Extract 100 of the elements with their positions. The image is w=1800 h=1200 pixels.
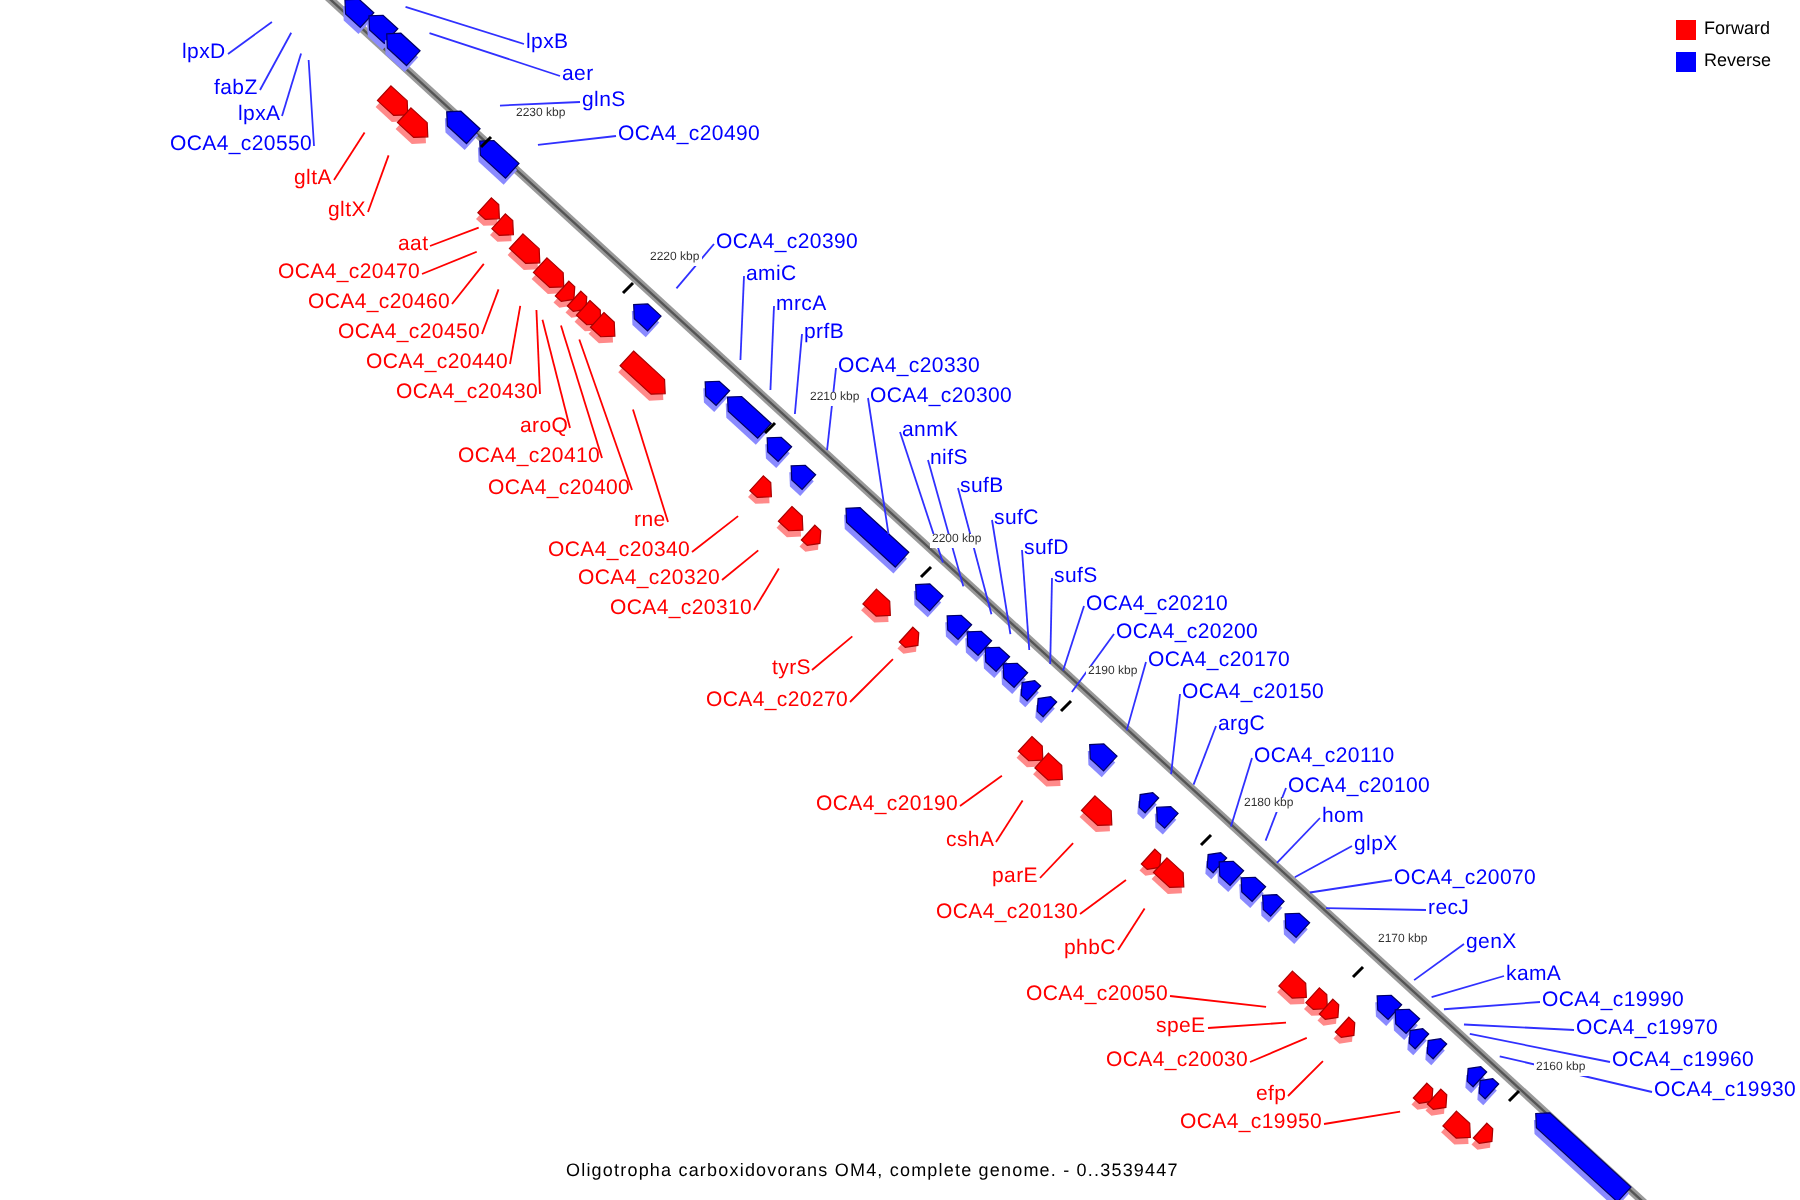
gene-label: OCA4_c20190 xyxy=(816,791,959,817)
leader-line xyxy=(1463,1023,1575,1031)
leader-line xyxy=(1276,817,1321,864)
leader-line xyxy=(632,408,669,523)
gene-label: OCA4_c20210 xyxy=(1086,591,1229,617)
leader-line xyxy=(794,333,803,415)
leader-line xyxy=(1309,879,1393,894)
leader-line xyxy=(1117,907,1146,951)
leader-line xyxy=(1021,549,1031,651)
leader-line xyxy=(1079,879,1127,915)
gene-label: OCA4_c20550 xyxy=(170,131,313,157)
gene-label: OCA4_c20460 xyxy=(308,289,451,315)
gene-label: tyrS xyxy=(772,655,811,681)
gene-label: OCA4_c20100 xyxy=(1288,773,1431,799)
gene-label: OCA4_c20270 xyxy=(706,687,849,713)
gene-label: OCA4_c20030 xyxy=(1106,1047,1249,1073)
leader-line xyxy=(541,318,571,429)
gene-label: OCA4_c20200 xyxy=(1116,619,1259,645)
gene-label: OCA4_c19930 xyxy=(1654,1077,1797,1103)
leader-line xyxy=(404,6,525,45)
leader-line xyxy=(1293,845,1353,879)
caption: Oligotropha carboxidovorans OM4, complete genome. - 0..3539447 xyxy=(566,1160,1179,1182)
gene-label: OCA4_c20070 xyxy=(1394,865,1537,891)
leader-line xyxy=(481,288,500,335)
gene-label: aroQ xyxy=(520,413,569,439)
gene-label: parE xyxy=(992,863,1038,889)
leader-line xyxy=(1249,1037,1308,1063)
leader-line xyxy=(1230,757,1253,828)
gene-label: cshA xyxy=(946,827,995,853)
gene-label: mrcA xyxy=(776,291,827,317)
leader-line xyxy=(1170,693,1181,775)
gene-label: glpX xyxy=(1354,831,1398,857)
gene-label: kamA xyxy=(1506,961,1562,987)
gene-label: lpxA xyxy=(238,101,281,127)
leader-line xyxy=(721,549,760,581)
gene-label: OCA4_c20170 xyxy=(1148,647,1291,673)
leader-line xyxy=(1049,577,1053,665)
gene-label: sufS xyxy=(1054,563,1098,589)
gene-label: OCA4_c20410 xyxy=(458,443,601,469)
gene-label: recJ xyxy=(1428,895,1470,921)
leader-line xyxy=(537,135,617,146)
gene-label: glnS xyxy=(582,87,626,113)
gene-label: rne xyxy=(634,507,666,533)
gene-label: OCA4_c20130 xyxy=(936,899,1079,925)
gene-label: fabZ xyxy=(214,75,258,101)
gene-label: OCA4_c20110 xyxy=(1254,743,1395,769)
leader-line xyxy=(1287,1060,1324,1097)
leader-line xyxy=(1071,633,1115,693)
leader-line xyxy=(1169,995,1267,1008)
leader-line xyxy=(429,226,480,247)
leader-line xyxy=(1468,1033,1611,1063)
leader-line xyxy=(227,21,273,55)
gene-label: efp xyxy=(1256,1081,1287,1107)
gene-label: gltX xyxy=(328,197,366,223)
leader-line xyxy=(867,397,890,535)
legend-label: Forward xyxy=(1704,18,1771,40)
gene-label: aat xyxy=(398,231,429,257)
gene-label: OCA4_c20400 xyxy=(488,475,631,501)
gene-label: OCA4_c20340 xyxy=(548,537,691,563)
gene-label: nifS xyxy=(930,445,968,471)
gene-label: gltA xyxy=(294,165,332,191)
gene-label: OCA4_c20430 xyxy=(396,379,539,405)
leader-line xyxy=(1430,975,1505,999)
legend-label: Reverse xyxy=(1704,50,1772,72)
gene-label: OCA4_c20490 xyxy=(618,121,761,147)
gene-label: anmK xyxy=(902,417,959,443)
leader-line xyxy=(691,515,739,553)
gene-label: OCA4_c20320 xyxy=(578,565,721,591)
leader-line xyxy=(899,431,944,564)
gene-label: sufB xyxy=(960,473,1004,499)
gene-label: OCA4_c20450 xyxy=(338,319,481,345)
gene-label: genX xyxy=(1466,929,1517,955)
leader-line xyxy=(1192,725,1217,786)
leader-line xyxy=(753,567,780,611)
leader-line xyxy=(1062,605,1085,672)
gene-label: OCA4_c20310 xyxy=(610,595,753,621)
leader-line xyxy=(535,309,541,395)
leader-line xyxy=(259,31,293,91)
leader-line xyxy=(1413,943,1465,982)
gene-label: prfB xyxy=(804,319,845,345)
gene-label: OCA4_c20390 xyxy=(716,229,859,255)
gene-label: lpxD xyxy=(182,39,226,65)
leader-line xyxy=(1207,1021,1287,1029)
leader-line xyxy=(281,52,302,117)
gene-label: phbC xyxy=(1064,935,1116,961)
leader-line xyxy=(811,635,854,671)
gene-label: OCA4_c20470 xyxy=(278,259,421,285)
leader-line xyxy=(927,459,965,588)
leader-line xyxy=(1323,1110,1402,1125)
gene-label: argC xyxy=(1218,711,1266,737)
gene-label: hom xyxy=(1322,803,1365,829)
leader-line xyxy=(959,774,1003,807)
leader-line xyxy=(560,324,603,459)
gene-label: OCA4_c20300 xyxy=(870,383,1013,409)
leader-line xyxy=(675,243,715,290)
leader-line xyxy=(307,59,315,147)
gene-label: OCA4_c19990 xyxy=(1542,987,1685,1013)
leader-line xyxy=(578,338,633,491)
gene-label: OCA4_c20330 xyxy=(838,353,981,379)
leader-line xyxy=(451,262,485,305)
